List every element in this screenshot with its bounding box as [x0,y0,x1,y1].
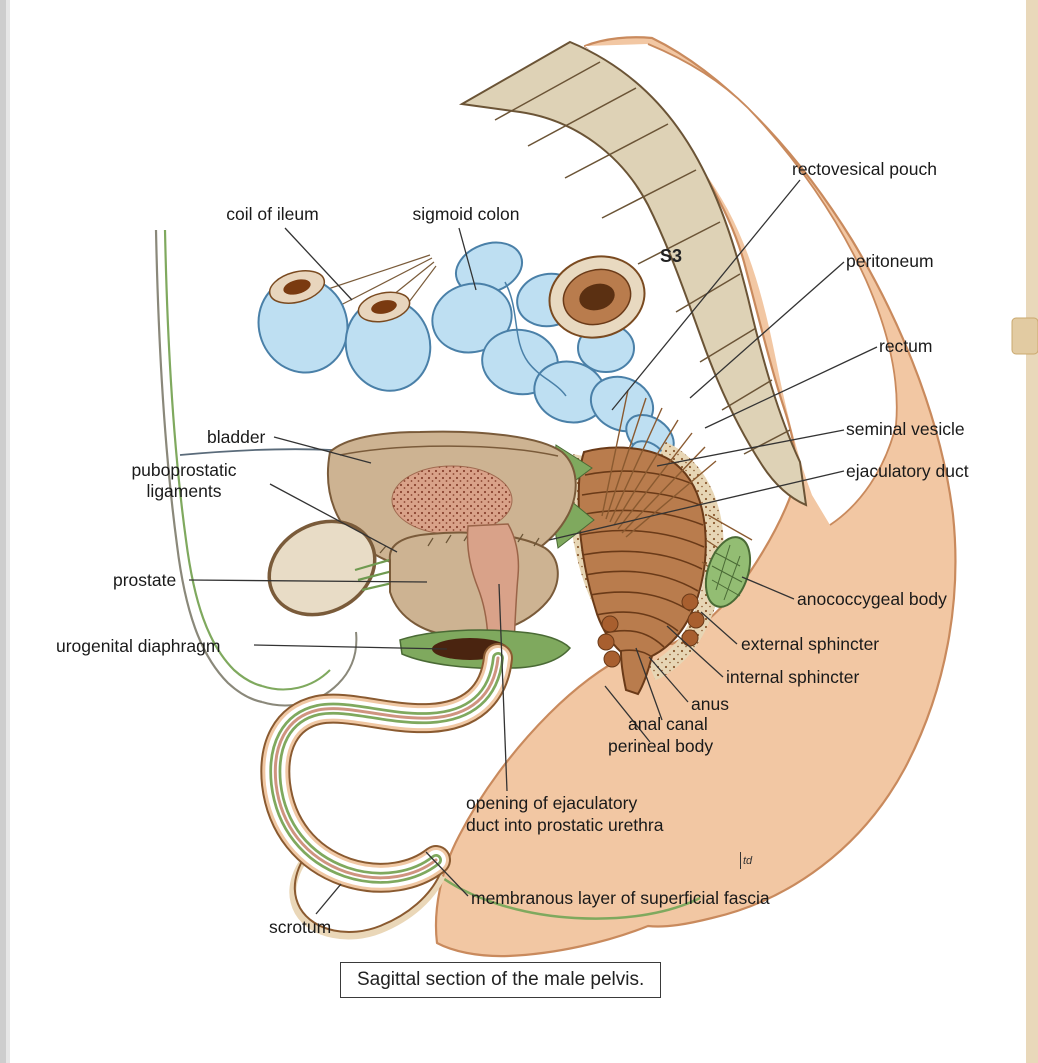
label-urogenital-diaphragm: urogenital diaphragm [56,636,221,656]
peritoneum-line [179,448,333,456]
label-bladder: bladder [207,427,266,447]
label-peritoneum: peritoneum [846,251,934,271]
label-rectovesical-pouch: rectovesical pouch [792,159,937,179]
label-membranous-fascia: membranous layer of superficial fascia [471,888,770,908]
artist-mark: td [740,852,752,869]
scrotum-shape [289,839,446,940]
anococcygeal-shape [704,536,752,608]
label-s3-vertebra: S3 [660,246,683,266]
pubic-symphysis [267,519,377,617]
penis-urethra-tube [260,643,513,893]
sacrum-bone [458,40,808,507]
abdominal-wall [154,229,358,707]
sacrum-shape [458,40,808,507]
back-band-inner-line [647,43,898,526]
label-sigmoid-colon: sigmoid colon [412,204,520,224]
label-opening-ejaculatory-duct-line1: opening of ejaculatory [466,793,638,813]
label-anococcygeal-body: anococcygeal body [797,589,947,609]
label-anal-canal: anal canal [628,714,708,734]
rectum-cross-section [548,255,646,339]
label-prostate: prostate [113,570,177,590]
label-seminal-vesicle: seminal vesicle [846,419,965,439]
label-perineal-body: perineal body [608,736,714,756]
label-internal-sphincter: internal sphincter [726,667,860,687]
sphincter-beads [597,593,705,668]
seminal-vesicle-striations [601,389,717,538]
label-anus: anus [691,694,729,714]
leader-lines [188,179,878,915]
perineal-fascia-green-line [439,874,701,920]
label-rectum: rectum [879,336,933,356]
vertebra-divider-lines [494,61,791,455]
ileum-coil-shape [257,254,437,392]
figure-caption: Sagittal section of the male pelvis. [340,962,662,998]
retro-sacral-white-gap [585,44,897,525]
body-skin [434,36,957,958]
label-puboprostatic-ligaments: puboprostatic ligaments [131,460,237,502]
label-ejaculatory-duct: ejaculatory duct [846,461,969,481]
label-coil-of-ileum: coil of ileum [226,204,319,224]
label-scrotum: scrotum [269,917,332,937]
label-opening-ejaculatory-duct-line2: duct into prostatic urethra [466,815,664,835]
label-external-sphincter: external sphincter [741,634,880,654]
